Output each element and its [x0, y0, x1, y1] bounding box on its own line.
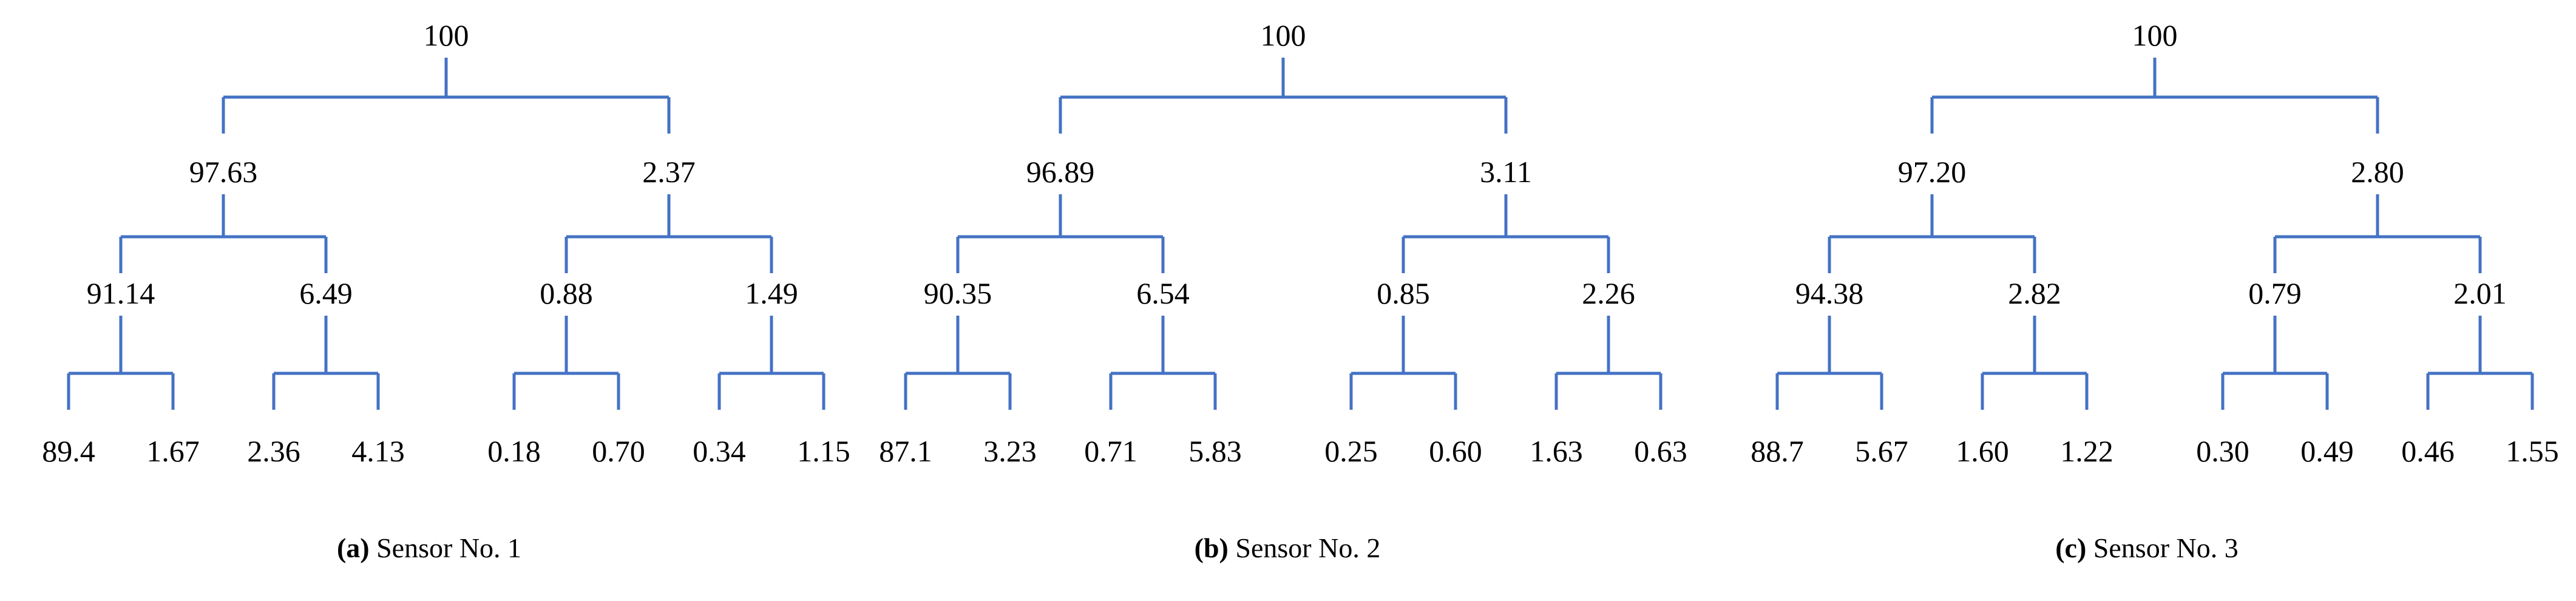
tree-node-label: 94.38: [1795, 276, 1864, 310]
tree-panel-1: 100 97.63 2.37 91.14 6.49 0.88 1.49 89.4 1.67 2.3…: [0, 0, 858, 601]
tree-node-label: 96.89: [1026, 155, 1095, 189]
tree-node-label: 2.80: [2351, 155, 2404, 189]
panel-caption-text: Sensor No. 1: [369, 532, 522, 563]
tree-node-label: 1.49: [745, 276, 798, 310]
tree-leaf-label: 0.46: [2401, 434, 2455, 468]
tree-leaf-label: 0.18: [487, 434, 541, 468]
tree-leaf-label: 0.71: [1084, 434, 1137, 468]
tree-panel-2: 100 96.89 3.11 90.35 6.54 0.85 2.26 87.1 3.23 0.7…: [858, 0, 1717, 601]
tree-node-label: 97.20: [1898, 155, 1967, 189]
panel-caption-2: (b) Sensor No. 2: [858, 532, 1717, 564]
tree-leaf-label: 1.15: [797, 434, 850, 468]
panel-caption-tag: (b): [1194, 532, 1229, 563]
tree-node-label: 2.82: [2008, 276, 2061, 310]
tree-node-label: 6.49: [299, 276, 353, 310]
tree-node-label: 2.26: [1582, 276, 1635, 310]
tree-leaf-label: 0.63: [1634, 434, 1687, 468]
panel-caption-1: (a) Sensor No. 1: [0, 532, 858, 564]
tree-leaf-label: 0.25: [1324, 434, 1378, 468]
tree-leaf-label: 0.49: [2300, 434, 2354, 468]
tree-leaf-label: 2.36: [247, 434, 300, 468]
tree-node-label: 100: [1261, 18, 1306, 52]
tree-leaf-label: 0.34: [693, 434, 746, 468]
panel-caption-3: (c) Sensor No. 3: [1718, 532, 2576, 564]
tree-node-label: 91.14: [87, 276, 155, 310]
tree-leaf-label: 0.30: [2196, 434, 2249, 468]
tree-node-label: 90.35: [924, 276, 992, 310]
tree-node-label: 2.37: [642, 155, 696, 189]
tree-node-label: 0.79: [2248, 276, 2302, 310]
tree-node-label: 100: [424, 18, 469, 52]
tree-node-label: 97.63: [189, 155, 258, 189]
tree-diagram-2: 100 96.89 3.11 90.35 6.54 0.85 2.26 87.1 3.23 0.7…: [879, 18, 1687, 468]
tree-node-label: 0.88: [540, 276, 593, 310]
tree-leaf-label: 3.23: [983, 434, 1037, 468]
tree-node-label: 3.11: [1480, 155, 1532, 189]
tree-leaf-label: 5.83: [1188, 434, 1242, 468]
panel-caption-text: Sensor No. 3: [2086, 532, 2239, 563]
tree-node-label: 6.54: [1136, 276, 1190, 310]
tree-leaf-label: 89.4: [42, 434, 95, 468]
tree-diagram-1: 100 97.63 2.37 91.14 6.49 0.88 1.49 89.4 1.67 2.3…: [42, 18, 850, 468]
tree-diagram-3: 100 97.20 2.80 94.38 2.82 0.79 2.01 88.7 5.67 1.6…: [1751, 18, 2559, 468]
tree-node-label: 0.85: [1377, 276, 1430, 310]
tree-leaf-label: 87.1: [879, 434, 932, 468]
tree-leaf-label: 88.7: [1751, 434, 1804, 468]
tree-node-label: 2.01: [2453, 276, 2507, 310]
tree-leaf-label: 5.67: [1855, 434, 1908, 468]
panel-caption-text: Sensor No. 2: [1228, 532, 1381, 563]
tree-leaf-label: 4.13: [351, 434, 405, 468]
tree-panel-3: 100 97.20 2.80 94.38 2.82 0.79 2.01 88.7 5.67 1.6…: [1718, 0, 2576, 601]
panel-caption-tag: (c): [2055, 532, 2087, 563]
tree-leaf-label: 1.60: [1956, 434, 2009, 468]
tree-node-label: 100: [2132, 18, 2178, 52]
tree-leaf-label: 1.55: [2506, 434, 2559, 468]
tree-leaf-label: 1.67: [146, 434, 200, 468]
tree-leaf-label: 0.60: [1429, 434, 1482, 468]
tree-leaf-label: 1.22: [2060, 434, 2113, 468]
tree-leaf-label: 0.70: [592, 434, 645, 468]
tree-leaf-label: 1.63: [1530, 434, 1583, 468]
panel-caption-tag: (a): [336, 532, 370, 563]
